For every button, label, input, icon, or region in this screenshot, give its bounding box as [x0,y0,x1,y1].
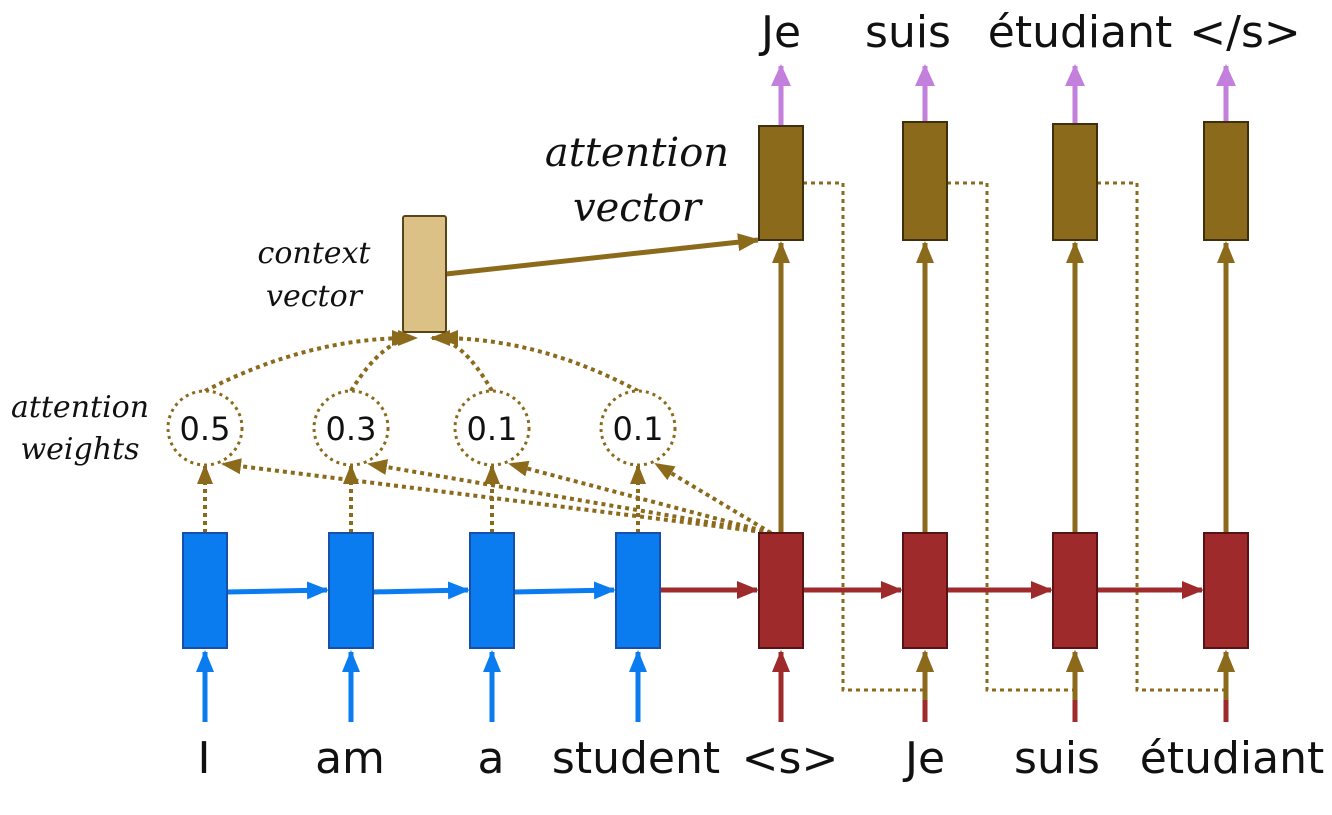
output-token: étudiant [988,7,1172,58]
attention-weight-circles: 0.5 0.3 0.1 0.1 [166,389,677,467]
decoder-state-box [758,532,804,649]
output-token: Je [758,7,801,58]
attention-vector-box [1052,123,1098,241]
encoder-recurrence-arrow [226,581,329,600]
attention-weight-value: 0.1 [613,410,664,448]
attention-weight-value: 0.3 [326,410,377,448]
attention-vector-box [1203,121,1249,241]
attention-weight-circle [312,389,390,467]
source-token: I [198,733,211,784]
encoder-recurrence-arrow [513,581,616,600]
context-vector-box [402,215,447,333]
score-to-context-arrow [349,330,418,393]
attention-weight-value: 0.1 [467,410,518,448]
attention-vector-box [758,125,804,241]
attention-weights-label-line1: attention [11,390,149,425]
attention-score-connections [197,330,773,535]
state-boxes [182,121,1249,649]
attention-weight-circle [599,389,677,467]
attention-vector-label-line1: attention [545,130,729,176]
decoder-state-box [1203,532,1249,649]
input-feeding-path [803,181,925,692]
decoder-input-token: <s> [742,733,839,784]
decoder-input-token: suis [1014,733,1100,784]
source-token: am [315,733,385,784]
decoder-to-score-arrow [654,462,773,535]
source-token: student [552,733,720,784]
source-token: a [478,733,505,784]
attention-vector-label-line2: vector [573,185,704,231]
attention-weight-value: 0.5 [180,410,231,448]
decoder-to-score-arrow [367,459,772,535]
connections [196,64,1236,722]
context-vector-label-line2: vector [266,279,364,314]
encoder-state-box [328,532,374,649]
attention-weight-circle [453,389,531,467]
decoder-to-score-arrow [221,458,772,535]
decoder-state-box [902,532,948,649]
attention-vector-box [902,121,948,241]
decoder-input-token: étudiant [1140,733,1324,784]
decoder-to-score-arrow [508,460,772,535]
context-to-attention-arrow [445,233,760,277]
output-token: </s> [1189,7,1300,58]
score-to-context-arrow [438,330,639,393]
encoder-recurrence-arrow [372,581,470,600]
output-token: suis [865,7,951,58]
attention-weight-circle [166,389,244,467]
input-feeding-path [947,181,1075,692]
encoder-state-box [182,532,228,649]
context-vector-label-line1: context [258,236,372,271]
decoder-input-token: Je [902,733,945,784]
input-feeding-path [1097,181,1226,692]
score-to-context-arrow [430,330,494,392]
encoder-state-box [615,532,661,649]
score-to-context-arrow [204,330,412,393]
decoder-state-box [1052,532,1098,649]
attention-weights-label-line2: weights [20,432,139,467]
encoder-state-box [469,532,515,649]
